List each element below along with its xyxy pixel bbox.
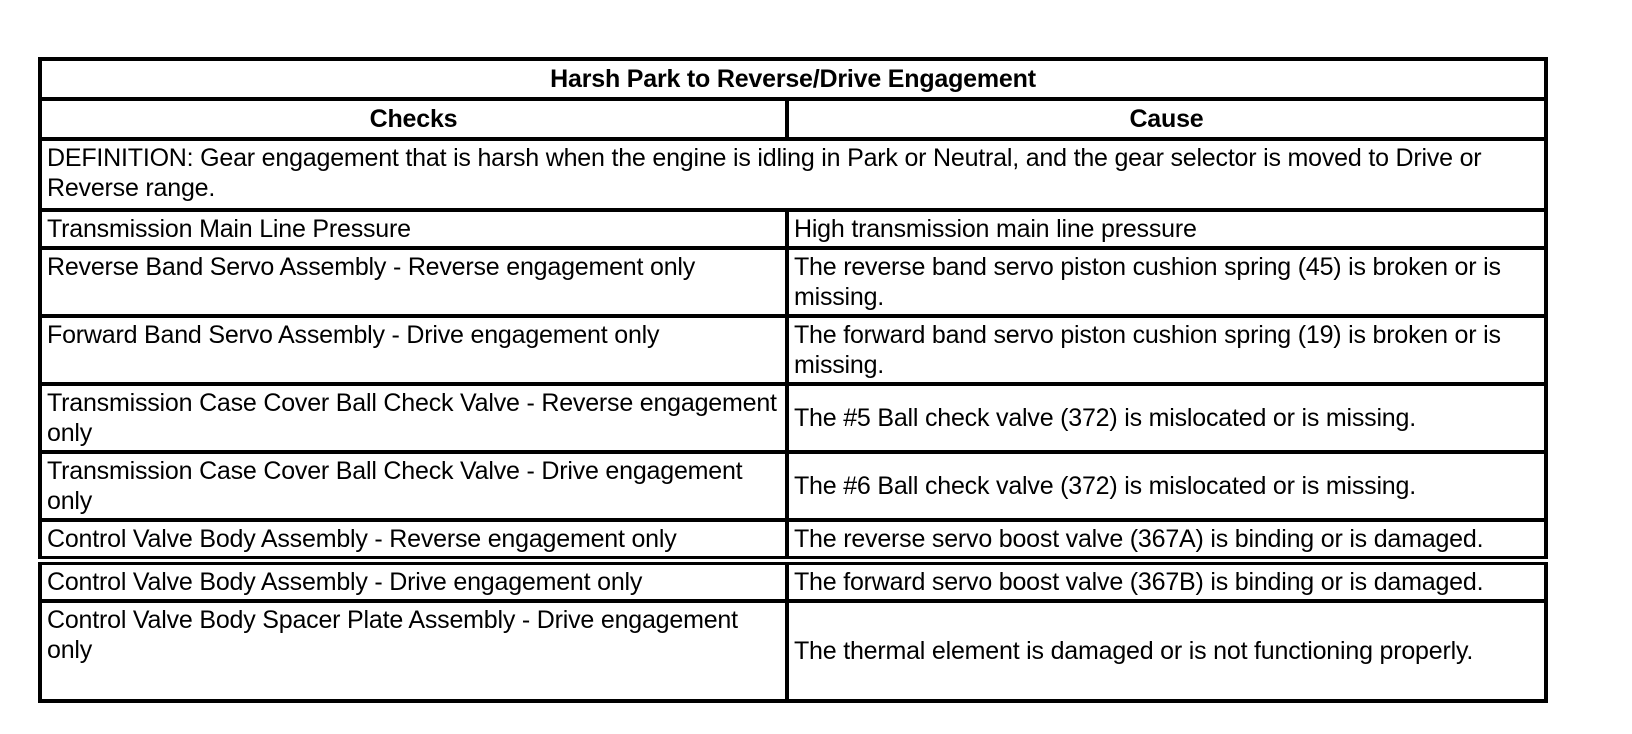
table-row: Control Valve Body Assembly - Drive enga… (38, 556, 1549, 603)
check-cell: Reverse Band Servo Assembly - Reverse en… (38, 246, 789, 318)
check-cell: Control Valve Body Spacer Plate Assembly… (38, 599, 789, 703)
cause-cell: The thermal element is damaged or is not… (784, 599, 1549, 703)
cause-cell: The #5 Ball check valve (372) is misloca… (784, 382, 1549, 454)
table-header-row: Checks Cause (38, 97, 1549, 141)
table-row: Transmission Case Cover Ball Check Valve… (38, 450, 1549, 522)
definition-text: DEFINITION: Gear engagement that is hars… (38, 137, 1548, 212)
cause-cell: The reverse servo boost valve (367A) is … (784, 518, 1549, 563)
table-row: Control Valve Body Spacer Plate Assembly… (38, 599, 1549, 703)
table-title: Harsh Park to Reverse/Drive Engagement (38, 57, 1548, 101)
column-header-cause: Cause (784, 97, 1549, 141)
table-row: Control Valve Body Assembly - Reverse en… (38, 518, 1549, 563)
check-cell: Transmission Case Cover Ball Check Valve… (38, 450, 789, 522)
table-row: Forward Band Servo Assembly - Drive enga… (38, 314, 1549, 386)
definition-row: DEFINITION: Gear engagement that is hars… (38, 137, 1548, 212)
cause-cell: The reverse band servo piston cushion sp… (784, 246, 1549, 318)
check-cell: Control Valve Body Assembly - Drive enga… (38, 556, 789, 603)
cause-cell: High transmission main line pressure (784, 208, 1549, 250)
check-cell: Transmission Main Line Pressure (38, 208, 789, 250)
troubleshooting-table: Harsh Park to Reverse/Drive Engagement C… (38, 57, 1549, 703)
table-row: Transmission Case Cover Ball Check Valve… (38, 382, 1549, 454)
check-cell: Control Valve Body Assembly - Reverse en… (38, 518, 789, 563)
cause-cell: The #6 Ball check valve (372) is misloca… (784, 450, 1549, 522)
table-row: Transmission Main Line Pressure High tra… (38, 208, 1549, 250)
table-title-row: Harsh Park to Reverse/Drive Engagement (38, 57, 1548, 101)
check-cell: Transmission Case Cover Ball Check Valve… (38, 382, 789, 454)
table-row: Reverse Band Servo Assembly - Reverse en… (38, 246, 1549, 318)
cause-cell: The forward band servo piston cushion sp… (784, 314, 1549, 386)
cause-cell: The forward servo boost valve (367B) is … (784, 556, 1549, 603)
column-header-checks: Checks (38, 97, 789, 141)
check-cell: Forward Band Servo Assembly - Drive enga… (38, 314, 789, 386)
